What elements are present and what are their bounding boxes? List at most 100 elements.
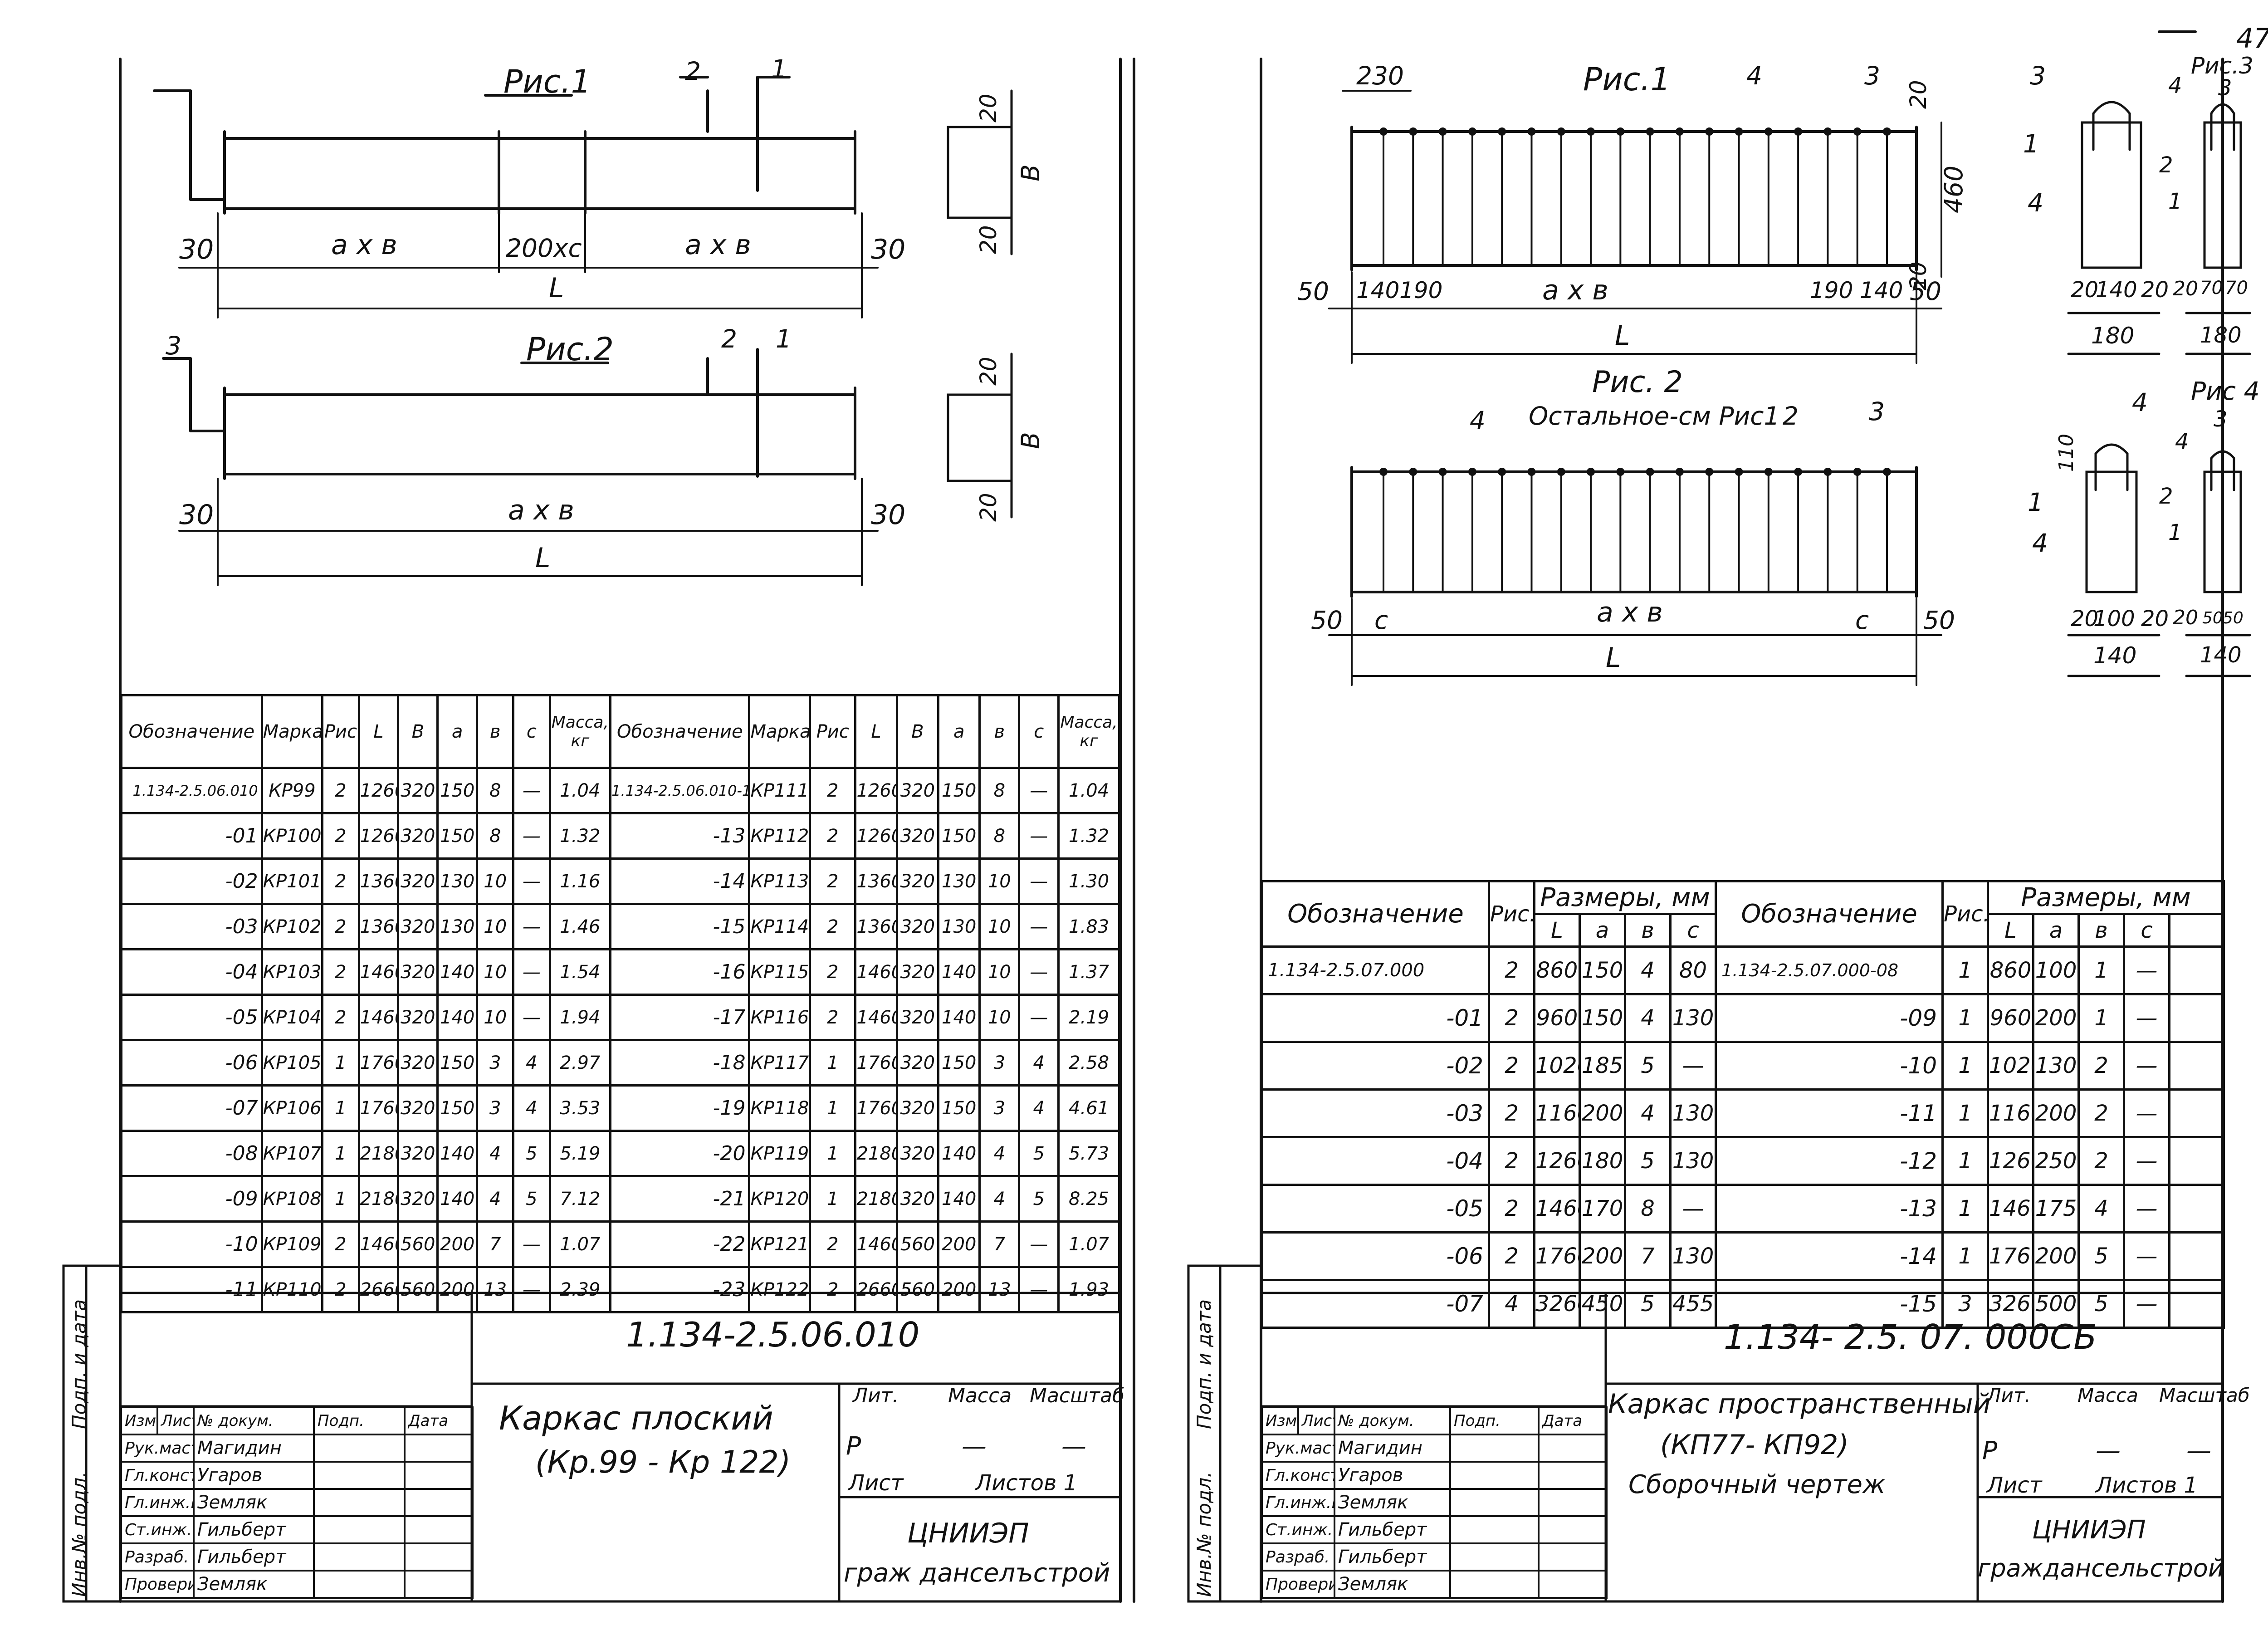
lt-cell: 150	[937, 1084, 981, 1132]
lt-cell: 2	[321, 812, 360, 860]
date-cell	[1538, 1488, 1608, 1517]
lt-cell: 560	[895, 1266, 940, 1313]
bar-dot	[1379, 127, 1388, 136]
lt-cell: 2.19	[1057, 994, 1120, 1041]
lt-cell: КР107	[260, 1130, 324, 1177]
bar-dot	[1794, 468, 1803, 476]
right-sec4-callout-3: 3	[2214, 406, 2228, 432]
lt-cell: 2	[321, 857, 360, 905]
rt-cell: 1460	[1987, 1184, 2035, 1234]
lt-cell: 8	[476, 767, 515, 814]
left-sec1-bottom: 20	[975, 225, 1002, 254]
lt-cell: 560	[895, 1220, 940, 1268]
right-fig1-stirrups	[1379, 127, 1891, 266]
bar-dot	[1705, 127, 1714, 136]
lt-cell: 4	[978, 1175, 1021, 1223]
date-cell	[404, 1461, 474, 1490]
table-row: -05214601708—-13114601754——	[1261, 1184, 2224, 1234]
lt-cell: 320	[895, 1175, 940, 1223]
lt-cell: -04	[120, 948, 263, 996]
lt-cell: -02	[120, 857, 263, 905]
rt-cell: 1	[1941, 1088, 1989, 1138]
signature-cell	[1449, 1542, 1540, 1572]
right-sections	[2067, 101, 2251, 677]
lt-cell: 13	[978, 1266, 1021, 1313]
lt-cell: 4	[1018, 1084, 1060, 1132]
rt-cell: -02	[1261, 1041, 1490, 1091]
lt-cell: 320	[397, 767, 439, 814]
right-sec2-top: 110	[2055, 434, 2078, 472]
date-cell	[1538, 1570, 1608, 1599]
right-fig2-dim-c1: c	[1374, 606, 1388, 635]
right-sec4-dim-a: 20	[2173, 606, 2198, 629]
left-tb-scale-value: —	[1061, 1431, 1086, 1460]
rt-cell: -07	[1261, 1279, 1490, 1329]
right-sec3-dim-b: 70	[2200, 278, 2223, 299]
lt-cell: 150	[436, 812, 479, 860]
rt-cell: 1	[1941, 1136, 1989, 1186]
left-fig2-callout-3: 3	[166, 331, 181, 360]
lt-cell: 320	[895, 1084, 940, 1132]
lt-cell: КР113	[748, 857, 811, 905]
rt-h-sizes-r: Размеры, мм	[1987, 880, 2225, 915]
lt-cell: 1.32	[548, 812, 612, 860]
left-sec2-bottom: 20	[975, 493, 1002, 522]
rt-cell: 1	[2077, 945, 2126, 995]
rt-cell: 960	[1533, 993, 1581, 1043]
rt-cell: 130	[1669, 1088, 1717, 1138]
left-fig2-dims	[178, 478, 879, 586]
lt-cell: КР117	[748, 1039, 811, 1087]
bar-dot	[1409, 468, 1418, 476]
lt-cell: —	[1018, 767, 1060, 814]
right-fig1-dim-total: L	[1615, 320, 1630, 352]
rt-h-designation-l: Обозначение	[1261, 880, 1490, 948]
lt-cell: 4	[512, 1039, 551, 1087]
lt-cell: 150	[937, 812, 981, 860]
lt-cell: 1460	[357, 1220, 400, 1268]
lt-cell: 320	[895, 948, 940, 996]
right-sec3-callout-3: 3	[2218, 75, 2232, 101]
signature-cell	[1449, 1461, 1540, 1490]
right-tb-title3: Сборочный чертеж	[1628, 1470, 1886, 1499]
left-tb-mass-value: —	[962, 1431, 987, 1460]
date-cell	[404, 1488, 474, 1517]
lt-cell: 2	[809, 994, 857, 1041]
right-sec2-callout-1: 1	[2028, 488, 2043, 517]
lt-cell: 4	[1018, 1039, 1060, 1087]
rt-cell: 2	[2077, 1041, 2126, 1091]
right-sec3-callout-4: 4	[2168, 73, 2182, 98]
lt-cell: КР105	[260, 1039, 324, 1087]
rt-cell: 960	[1987, 993, 2035, 1043]
bar-dot	[1468, 468, 1476, 476]
tb-role: Рук.маст	[1261, 1434, 1335, 1463]
tb-name: Земляк	[193, 1488, 315, 1517]
right-tb-sheet-label: Лист	[1987, 1473, 2042, 1498]
lt-cell: 1260	[854, 812, 898, 860]
rt-cell: —	[2123, 1088, 2171, 1138]
lt-cell: 320	[397, 1175, 439, 1223]
rt-cell: 200	[2032, 1088, 2080, 1138]
rt-cell: 1460	[1533, 1184, 1581, 1234]
lt-cell: 1	[321, 1039, 360, 1087]
tb-role: Гл.инж.пр	[1261, 1488, 1335, 1517]
bar-dot	[1823, 468, 1832, 476]
rt-cell: 2	[1488, 1231, 1535, 1281]
left-sec2-mid: B	[1016, 432, 1045, 449]
lt-cell: 2	[809, 1220, 857, 1268]
bar-dot	[1675, 468, 1684, 476]
lt-cell: 1760	[854, 1039, 898, 1087]
rt-cell: 1020	[1533, 1041, 1581, 1091]
lt-header-5: a	[937, 694, 981, 769]
lt-cell: 140	[937, 1175, 981, 1223]
lt-cell: 4	[476, 1175, 515, 1223]
rt-cell: —	[2123, 1279, 2171, 1329]
lt-cell: -01	[120, 812, 263, 860]
right-title-block-lines	[1187, 1264, 2224, 1603]
lt-cell: 5.73	[1057, 1130, 1120, 1177]
tb-role: Гл.конст.	[120, 1461, 195, 1490]
table-row: -06КР10511760320150342.97-18КР1171176032…	[120, 1039, 1120, 1087]
lt-header-3: L	[854, 694, 898, 769]
left-fig1-dim-30-right: 30	[871, 234, 906, 265]
lt-cell: 4	[978, 1130, 1021, 1177]
bar-dot	[1379, 468, 1388, 476]
